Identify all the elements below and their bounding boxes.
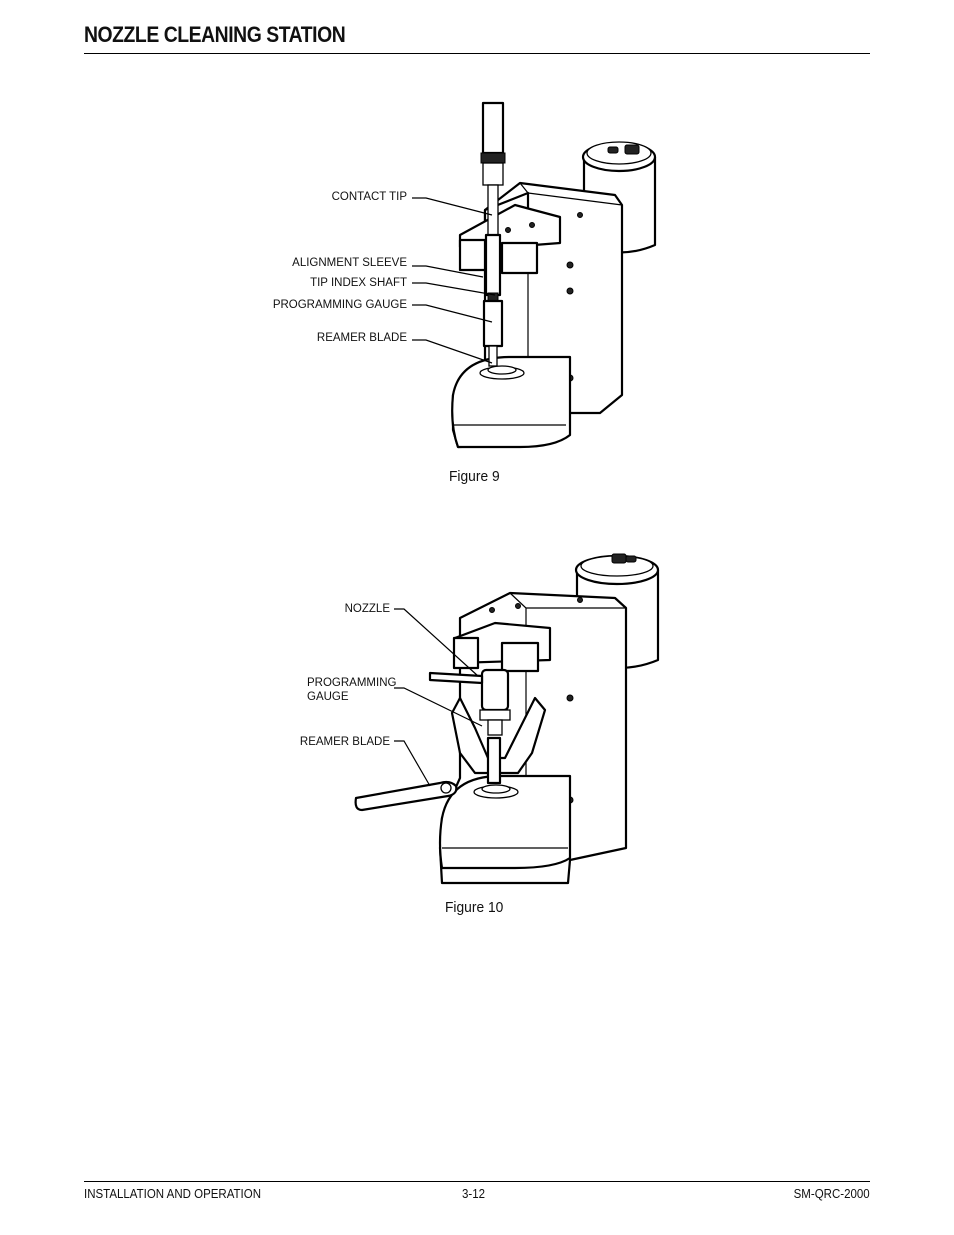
figure-10-labels: NOZZLE PROGRAMMING GAUGE bbox=[307, 603, 397, 703]
figure-9-caption: Figure 9 bbox=[449, 468, 500, 485]
figure-9-leaders bbox=[412, 197, 496, 364]
label-reamer-blade-fig10: REAMER BLADE bbox=[300, 736, 390, 748]
figure-9: CONTACT TIP ALIGNMENT SLEEVE TIP INDEX S… bbox=[270, 95, 690, 465]
figure-9-labels: CONTACT TIP ALIGNMENT SLEEVE TIP INDEX S… bbox=[273, 191, 408, 344]
label-programming-gauge: PROGRAMMING GAUGE bbox=[273, 299, 408, 311]
figure-9-torch bbox=[480, 101, 506, 367]
figure-10-illustration bbox=[354, 553, 660, 885]
label-alignment-sleeve: ALIGNMENT SLEEVE bbox=[292, 257, 407, 269]
header-rule bbox=[84, 53, 870, 54]
label-nozzle: NOZZLE bbox=[345, 603, 391, 615]
label-programming-gauge-line1: PROGRAMMING bbox=[307, 677, 397, 689]
figure-10-wrench bbox=[354, 780, 458, 812]
figure-10-caption: Figure 10 bbox=[445, 899, 504, 916]
figure-10: NOZZLE PROGRAMMING GAUGE REAMER BLADE bbox=[270, 548, 690, 888]
figure-10-top-plate bbox=[450, 621, 552, 775]
label-tip-index-shaft: TIP INDEX SHAFT bbox=[310, 277, 407, 289]
label-contact-tip: CONTACT TIP bbox=[332, 191, 408, 203]
label-reamer-blade: REAMER BLADE bbox=[317, 332, 407, 344]
footer-doc-id: SM-QRC-2000 bbox=[793, 1187, 870, 1201]
figure-10-base bbox=[438, 774, 572, 870]
label-programming-gauge-line2: GAUGE bbox=[307, 691, 349, 703]
footer-page-number: 3-12 bbox=[462, 1187, 486, 1201]
figure-9-illustration bbox=[412, 101, 657, 449]
footer-rule bbox=[84, 1181, 870, 1182]
figure-9-base bbox=[451, 355, 572, 449]
page-title: NOZZLE CLEANING STATION bbox=[84, 22, 346, 47]
footer-section: INSTALLATION AND OPERATION bbox=[84, 1187, 262, 1201]
figure-10-nozzle bbox=[428, 668, 511, 785]
figure-10-labels-lower: REAMER BLADE bbox=[300, 736, 390, 748]
figure-10-leaders bbox=[394, 608, 483, 787]
